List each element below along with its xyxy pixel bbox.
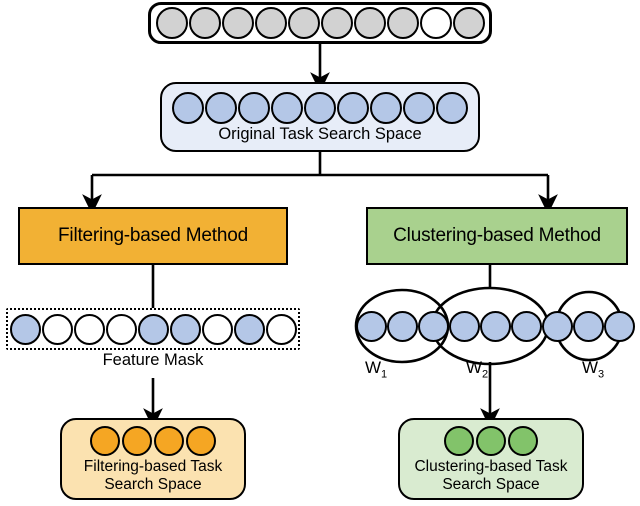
source-dot-3 — [221, 7, 254, 39]
source-dot-2 — [188, 7, 221, 39]
source-dot-5 — [287, 7, 320, 39]
feature-mask-dot-row — [9, 313, 297, 345]
mask-dot-5 — [137, 313, 169, 345]
filtering-result-dot-row — [90, 425, 216, 456]
original-dot-2 — [205, 92, 237, 125]
filtering-based-method-box[interactable]: Filtering-based Method — [18, 207, 288, 265]
original-dot-row — [172, 92, 468, 125]
clustering-based-task-search-space: Clustering-based Task Search Space — [398, 418, 584, 500]
mask-dot-4 — [105, 313, 137, 345]
cluster-dot-1 — [356, 310, 387, 342]
group-label-w2: W2 — [466, 358, 489, 381]
cluster-dot-2 — [387, 310, 418, 342]
clustering-result-dot-2 — [476, 425, 506, 456]
source-dot-6 — [320, 7, 353, 39]
original-dot-9 — [436, 92, 468, 125]
source-dot-1 — [155, 7, 188, 39]
feature-mask-box — [6, 308, 300, 350]
clustering-result-dot-1 — [444, 425, 474, 456]
mask-dot-6 — [169, 313, 201, 345]
source-dot-9 — [419, 7, 452, 39]
original-dot-8 — [403, 92, 435, 125]
cluster-dot-7 — [542, 310, 573, 342]
original-space-label: Original Task Search Space — [218, 125, 422, 144]
source-dot-7 — [353, 7, 386, 39]
mask-dot-2 — [41, 313, 73, 345]
clustering-result-label-line1: Clustering-based Task — [414, 457, 568, 475]
source-dot-row — [155, 7, 485, 39]
original-dot-6 — [337, 92, 369, 125]
source-dot-10 — [452, 7, 485, 39]
cluster-dot-8 — [573, 310, 604, 342]
original-dot-7 — [370, 92, 402, 125]
filtering-result-dot-3 — [154, 425, 184, 456]
original-task-search-space: Original Task Search Space — [160, 82, 480, 152]
filtering-result-dot-2 — [122, 425, 152, 456]
group-label-w3: W3 — [582, 358, 605, 381]
cluster-group-dot-row — [355, 309, 636, 343]
filtering-result-label-line2: Search Space — [104, 475, 202, 493]
cluster-dot-4 — [449, 310, 480, 342]
clustering-based-method-box[interactable]: Clustering-based Method — [366, 207, 628, 265]
mask-dot-8 — [233, 313, 265, 345]
group-label-w1: W1 — [365, 358, 388, 381]
cluster-dot-3 — [418, 310, 449, 342]
mask-dot-1 — [9, 313, 41, 345]
clustering-method-label: Clustering-based Method — [393, 225, 601, 246]
clustering-result-label-line2: Search Space — [442, 475, 540, 493]
filtering-result-dot-1 — [90, 425, 120, 456]
clustering-result-dot-row — [444, 425, 538, 456]
mask-dot-3 — [73, 313, 105, 345]
source-dot-4 — [254, 7, 287, 39]
original-dot-4 — [271, 92, 303, 125]
filtering-method-label: Filtering-based Method — [58, 225, 248, 246]
original-dot-1 — [172, 92, 204, 125]
cluster-dot-9 — [604, 310, 635, 342]
source-dot-8 — [386, 7, 419, 39]
original-dot-3 — [238, 92, 270, 125]
filtering-result-label-line1: Filtering-based Task — [83, 457, 223, 475]
cluster-dot-5 — [480, 310, 511, 342]
original-dot-5 — [304, 92, 336, 125]
clustering-result-dot-3 — [508, 425, 538, 456]
filtering-result-dot-4 — [186, 425, 216, 456]
mask-dot-7 — [201, 313, 233, 345]
filtering-based-task-search-space: Filtering-based Task Search Space — [60, 418, 246, 500]
cluster-dot-6 — [511, 310, 542, 342]
feature-mask-label: Feature Mask — [102, 351, 204, 369]
source-search-space — [148, 2, 492, 44]
mask-dot-9 — [265, 313, 297, 345]
